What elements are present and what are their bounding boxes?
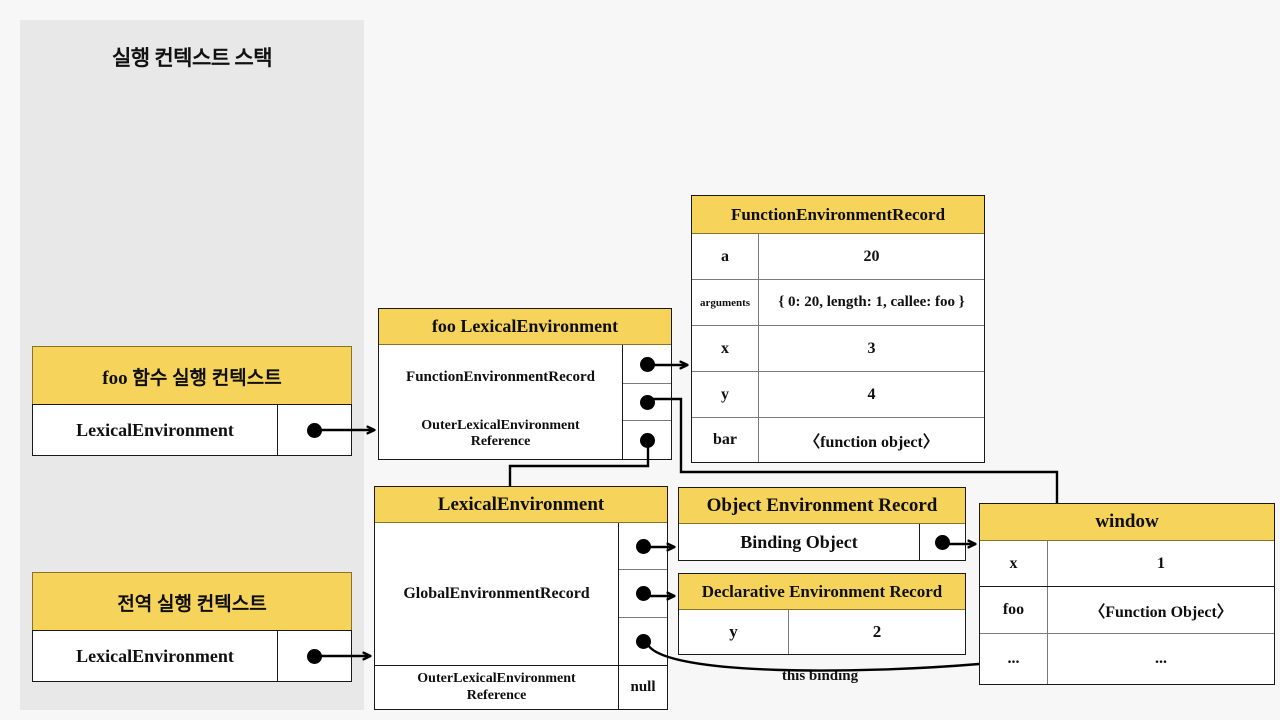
window-value-ellipsis: ...	[1155, 650, 1167, 667]
function-environment-record-table: FunctionEnvironmentRecord a 20 arguments…	[691, 195, 985, 463]
window-value-foo: 〈Function Object〉	[1089, 604, 1233, 621]
fer-value-arguments: { 0: 20, length: 1, callee: foo }	[778, 294, 965, 310]
fer-key-arguments: arguments	[692, 280, 759, 325]
gle-outer-reference-line2: Reference	[466, 687, 527, 703]
window-value-x: 1	[1157, 554, 1165, 572]
gle-outer-reference-label: OuterLexicalEnvironment Reference	[375, 666, 619, 709]
foo-le-outer-reference-line2: Reference	[470, 434, 531, 449]
global-ec-pointer-cell	[278, 631, 351, 681]
foo-le-fer-pointer-cell	[623, 345, 671, 383]
global-lexical-environment-box: LexicalEnvironment GlobalEnvironmentReco…	[374, 486, 668, 710]
table-row: x 3	[692, 326, 984, 372]
binding-object-pointer-cell	[920, 524, 965, 560]
global-ec-lexical-environment-label: LexicalEnvironment	[33, 631, 278, 681]
binding-object-label: Binding Object	[679, 524, 920, 560]
window-key-x: x	[980, 541, 1048, 586]
table-row: y 4	[692, 372, 984, 418]
foo-le-outer-pointer-cell	[623, 421, 671, 459]
foo-lexical-environment-title: foo LexicalEnvironment	[379, 309, 671, 345]
foo-lexical-environment-box: foo LexicalEnvironment FunctionEnvironme…	[378, 308, 672, 460]
global-environment-record-label: GlobalEnvironmentRecord	[403, 585, 590, 602]
global-execution-context-body: LexicalEnvironment	[32, 630, 352, 682]
gle-declarative-record-pointer-cell	[619, 570, 667, 618]
declarative-environment-record-title: Declarative Environment Record	[679, 574, 965, 610]
foo-execution-context-body: LexicalEnvironment	[32, 404, 352, 456]
foo-ec-lexical-environment-label: LexicalEnvironment	[33, 405, 278, 455]
gle-outer-reference-line1: OuterLexicalEnvironment	[417, 671, 576, 687]
foo-execution-context-header: foo 함수 실행 컨텍스트	[32, 346, 352, 406]
table-row: ... ...	[980, 634, 1274, 684]
foo-le-outer-reference-label: OuterLexicalEnvironment Reference	[379, 409, 622, 459]
fer-key-a: a	[692, 234, 759, 279]
pointer-dot-icon	[639, 356, 655, 372]
object-environment-record-box: Object Environment Record Binding Object	[678, 487, 966, 561]
object-environment-record-title: Object Environment Record	[679, 488, 965, 524]
pointer-dot-icon	[935, 534, 950, 550]
fer-key-y: y	[692, 372, 759, 417]
window-key-ellipsis: ...	[980, 634, 1048, 684]
pointer-dot-icon	[639, 394, 655, 410]
table-row: bar 〈function object〉	[692, 418, 984, 462]
gle-this-binding-pointer-cell	[619, 618, 667, 665]
table-row: foo 〈Function Object〉	[980, 587, 1274, 634]
gle-outer-reference-value: null	[630, 679, 656, 695]
fer-value-y: 4	[867, 385, 876, 403]
stack-panel-title: 실행 컨텍스트 스택	[111, 46, 273, 70]
fer-value-a: 20	[863, 247, 880, 265]
this-binding-annotation: this binding	[781, 668, 859, 684]
window-title: window	[980, 504, 1274, 541]
global-lexical-environment-title: LexicalEnvironment	[375, 487, 667, 523]
pointer-dot-icon	[307, 422, 322, 438]
pointer-dot-icon	[635, 586, 651, 601]
foo-le-function-environment-record-label: FunctionEnvironmentRecord	[406, 368, 595, 385]
gle-object-record-pointer-cell	[619, 523, 667, 570]
foo-le-outer-reference-line1: OuterLexicalEnvironment	[421, 417, 580, 433]
window-object-table: window x 1 foo 〈Function Object〉 ... ...	[979, 503, 1275, 685]
pointer-dot-icon	[639, 432, 655, 448]
der-key-y: y	[679, 610, 789, 654]
table-row: a 20	[692, 234, 984, 280]
table-row: x 1	[980, 541, 1274, 587]
function-environment-record-title: FunctionEnvironmentRecord	[692, 196, 984, 234]
global-execution-context-header: 전역 실행 컨텍스트	[32, 572, 352, 632]
declarative-environment-record-box: Declarative Environment Record y 2	[678, 573, 966, 655]
pointer-dot-icon	[635, 538, 651, 554]
der-value-y: 2	[872, 622, 882, 641]
fer-value-x: 3	[867, 339, 876, 357]
pointer-dot-icon	[635, 634, 651, 649]
table-row: arguments { 0: 20, length: 1, callee: fo…	[692, 280, 984, 326]
table-row: y 2	[679, 610, 965, 654]
window-key-foo: foo	[980, 587, 1048, 633]
fer-key-bar: bar	[692, 418, 759, 462]
fer-key-x: x	[692, 326, 759, 371]
fer-value-bar: 〈function object〉	[804, 434, 939, 451]
foo-le-this-pointer-cell	[623, 383, 671, 421]
pointer-dot-icon	[307, 648, 322, 664]
foo-ec-pointer-cell	[278, 405, 351, 455]
